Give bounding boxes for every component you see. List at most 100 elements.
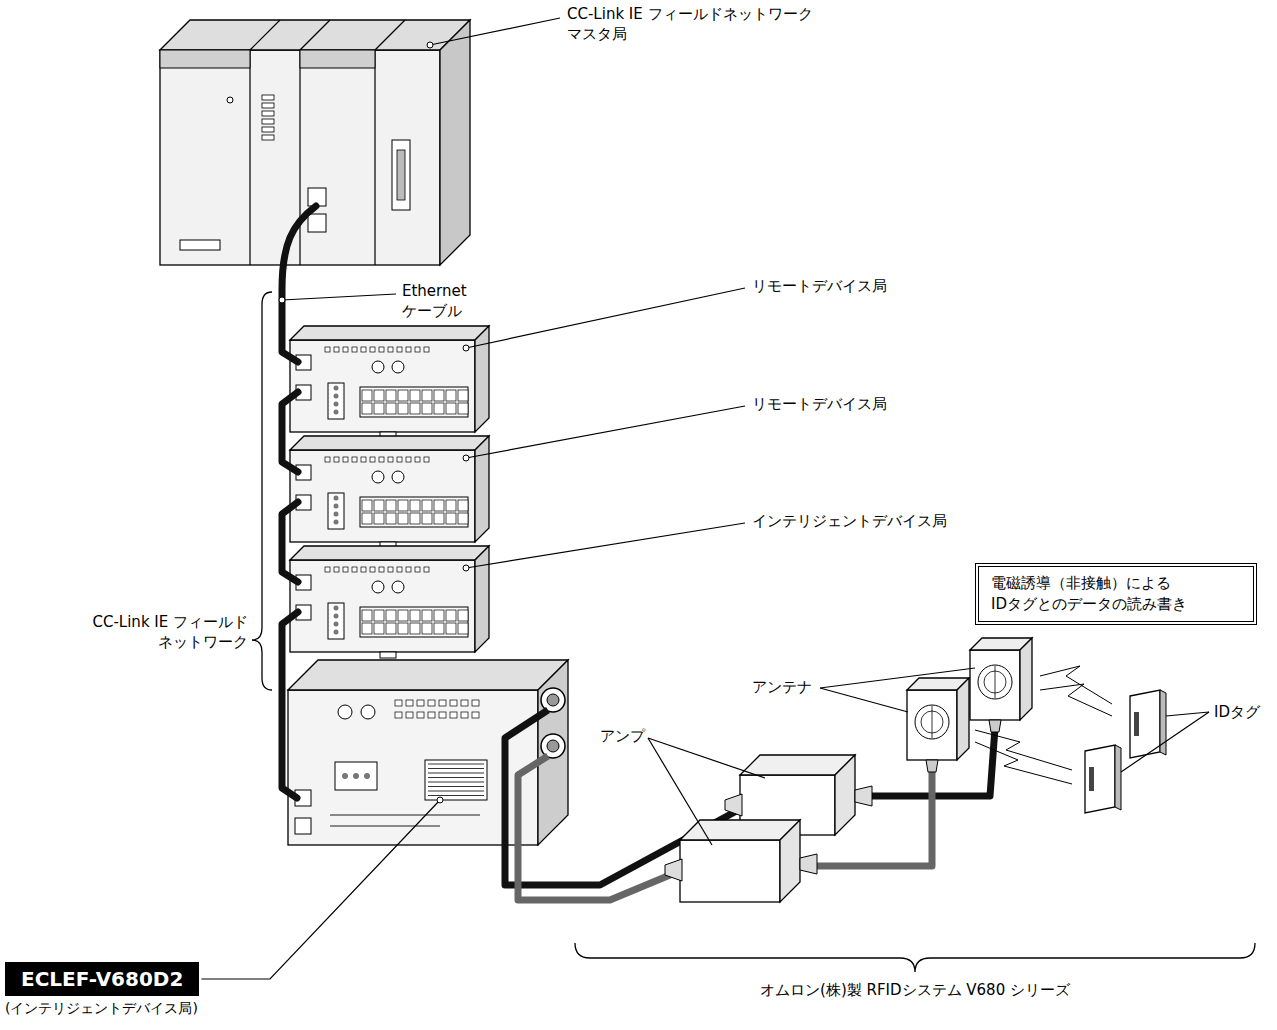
remote-device-2-screw [334,496,339,501]
note-box: 電磁誘導（非接触）による IDタグとのデータの読み書き [975,563,1257,625]
node-heading: 電磁誘導（非接触）による IDタグとのデータの読み書き [991,573,1241,615]
eclef-led [417,712,424,718]
remote-device-1-terminal-cell [362,390,372,401]
callout-label: IDタグ [1214,702,1260,722]
leader-dot [279,297,285,303]
plc-led [262,119,274,124]
eclef-vent-slit [428,764,484,765]
leader-dot [463,565,469,571]
antenna-cable [518,756,682,900]
intelligent-device-screw [334,614,339,619]
eclef-led [439,712,446,718]
remote-device-2-terminal-cell [458,513,468,524]
remote-device-1-led [343,347,348,352]
bracket [252,292,272,690]
intelligent-device-terminal-cell [446,623,456,634]
ethernet-cable [282,206,316,362]
intelligent-device-terminal-cell [362,610,372,621]
id-tag-edge [1115,745,1121,810]
eclef-led [461,700,468,706]
remote-device-1-led [379,347,384,352]
remote-device-2-terminal-cell [446,500,456,511]
eclef-led [406,700,413,706]
eclef-vent-slit [428,768,484,769]
intelligent-device-terminal-cell [410,610,420,621]
callout-label: CC-Link IE フィールドネットワーク マスタ局 [567,4,837,45]
eclef-led [450,700,457,706]
eclef-side [538,660,568,845]
remote-device-2-switch [392,471,404,483]
remote-device-1-terminal-cell [398,390,408,401]
remote-device-1-terminal-cell [434,403,444,414]
radio-wave [975,730,1072,770]
remote-device-1-terminal-cell [458,403,468,414]
antenna-a-mark [995,666,996,698]
cable-boot [800,854,817,874]
remote-device-1-led [397,347,402,352]
intelligent-device-led [415,567,420,572]
intelligent-device-led [361,567,366,572]
plc-foot [180,240,220,250]
intelligent-device-top [290,546,489,560]
remote-device-2 [290,436,489,548]
eclef-nameplate [330,825,440,827]
leader-line [820,688,908,712]
intelligent-device-terminal-cell [398,610,408,621]
eclef-led [450,712,457,718]
antenna-a-coil [978,665,1012,699]
intelligent-device-terminal-cell [386,623,396,634]
eclef-antenna-connector [547,740,559,752]
ethernet-cable [282,392,298,472]
intelligent-device-screw [334,622,339,627]
remote-device-1-switch [372,361,384,373]
antenna-b-coil [915,705,949,739]
remote-device-2-side [475,436,489,542]
plc-module-divider [300,20,330,50]
intelligent-device-led [379,567,384,572]
remote-device-1-top [290,326,489,340]
id-tag [1085,745,1115,813]
master-plc [160,20,470,265]
callout-label: インテリジェントデバイス局 [752,511,947,531]
artwork [160,18,1255,979]
intelligent-device-terminal-cell [362,623,372,634]
intelligent-device-clip [380,652,396,658]
leaders [201,18,1255,979]
eclef-switch [361,705,375,719]
leader-line [648,738,765,778]
antenna-a-front [970,650,1020,720]
leader-dot [463,345,469,351]
remote-device-2-led [415,457,420,462]
eclef-port [295,818,311,834]
remote-device-1-terminal-cell [374,390,384,401]
eclef-front [288,690,538,845]
intelligent-device-led [424,567,429,572]
plc-led [262,103,274,108]
eclef-led [472,700,479,706]
intelligent-device-switch [372,581,384,593]
eclef-top [288,660,568,690]
eclef-vent [425,760,487,800]
leader-line [430,18,560,45]
leader-line [820,668,975,688]
remote-device-2-led [325,457,330,462]
remote-device-1-led [334,347,339,352]
eclef-screw [353,773,359,779]
intelligent-device-led [406,567,411,572]
intelligent-device-led [370,567,375,572]
plc-indicator [227,97,233,103]
cable-boot [855,786,872,806]
remote-device-2-led [397,457,402,462]
intelligent-device-led [352,567,357,572]
intelligent-device-terminal-cell [434,610,444,621]
eclef-switch [338,705,352,719]
eclef-vent-slit [428,773,484,774]
intelligent-device-terminal-cell [422,623,432,634]
remote-device-2-terminal-cell [386,513,396,524]
remote-device-1-terminal-cell [398,403,408,414]
leader-line [201,800,440,979]
remote-device-1-led [388,347,393,352]
eclef-led [461,712,468,718]
